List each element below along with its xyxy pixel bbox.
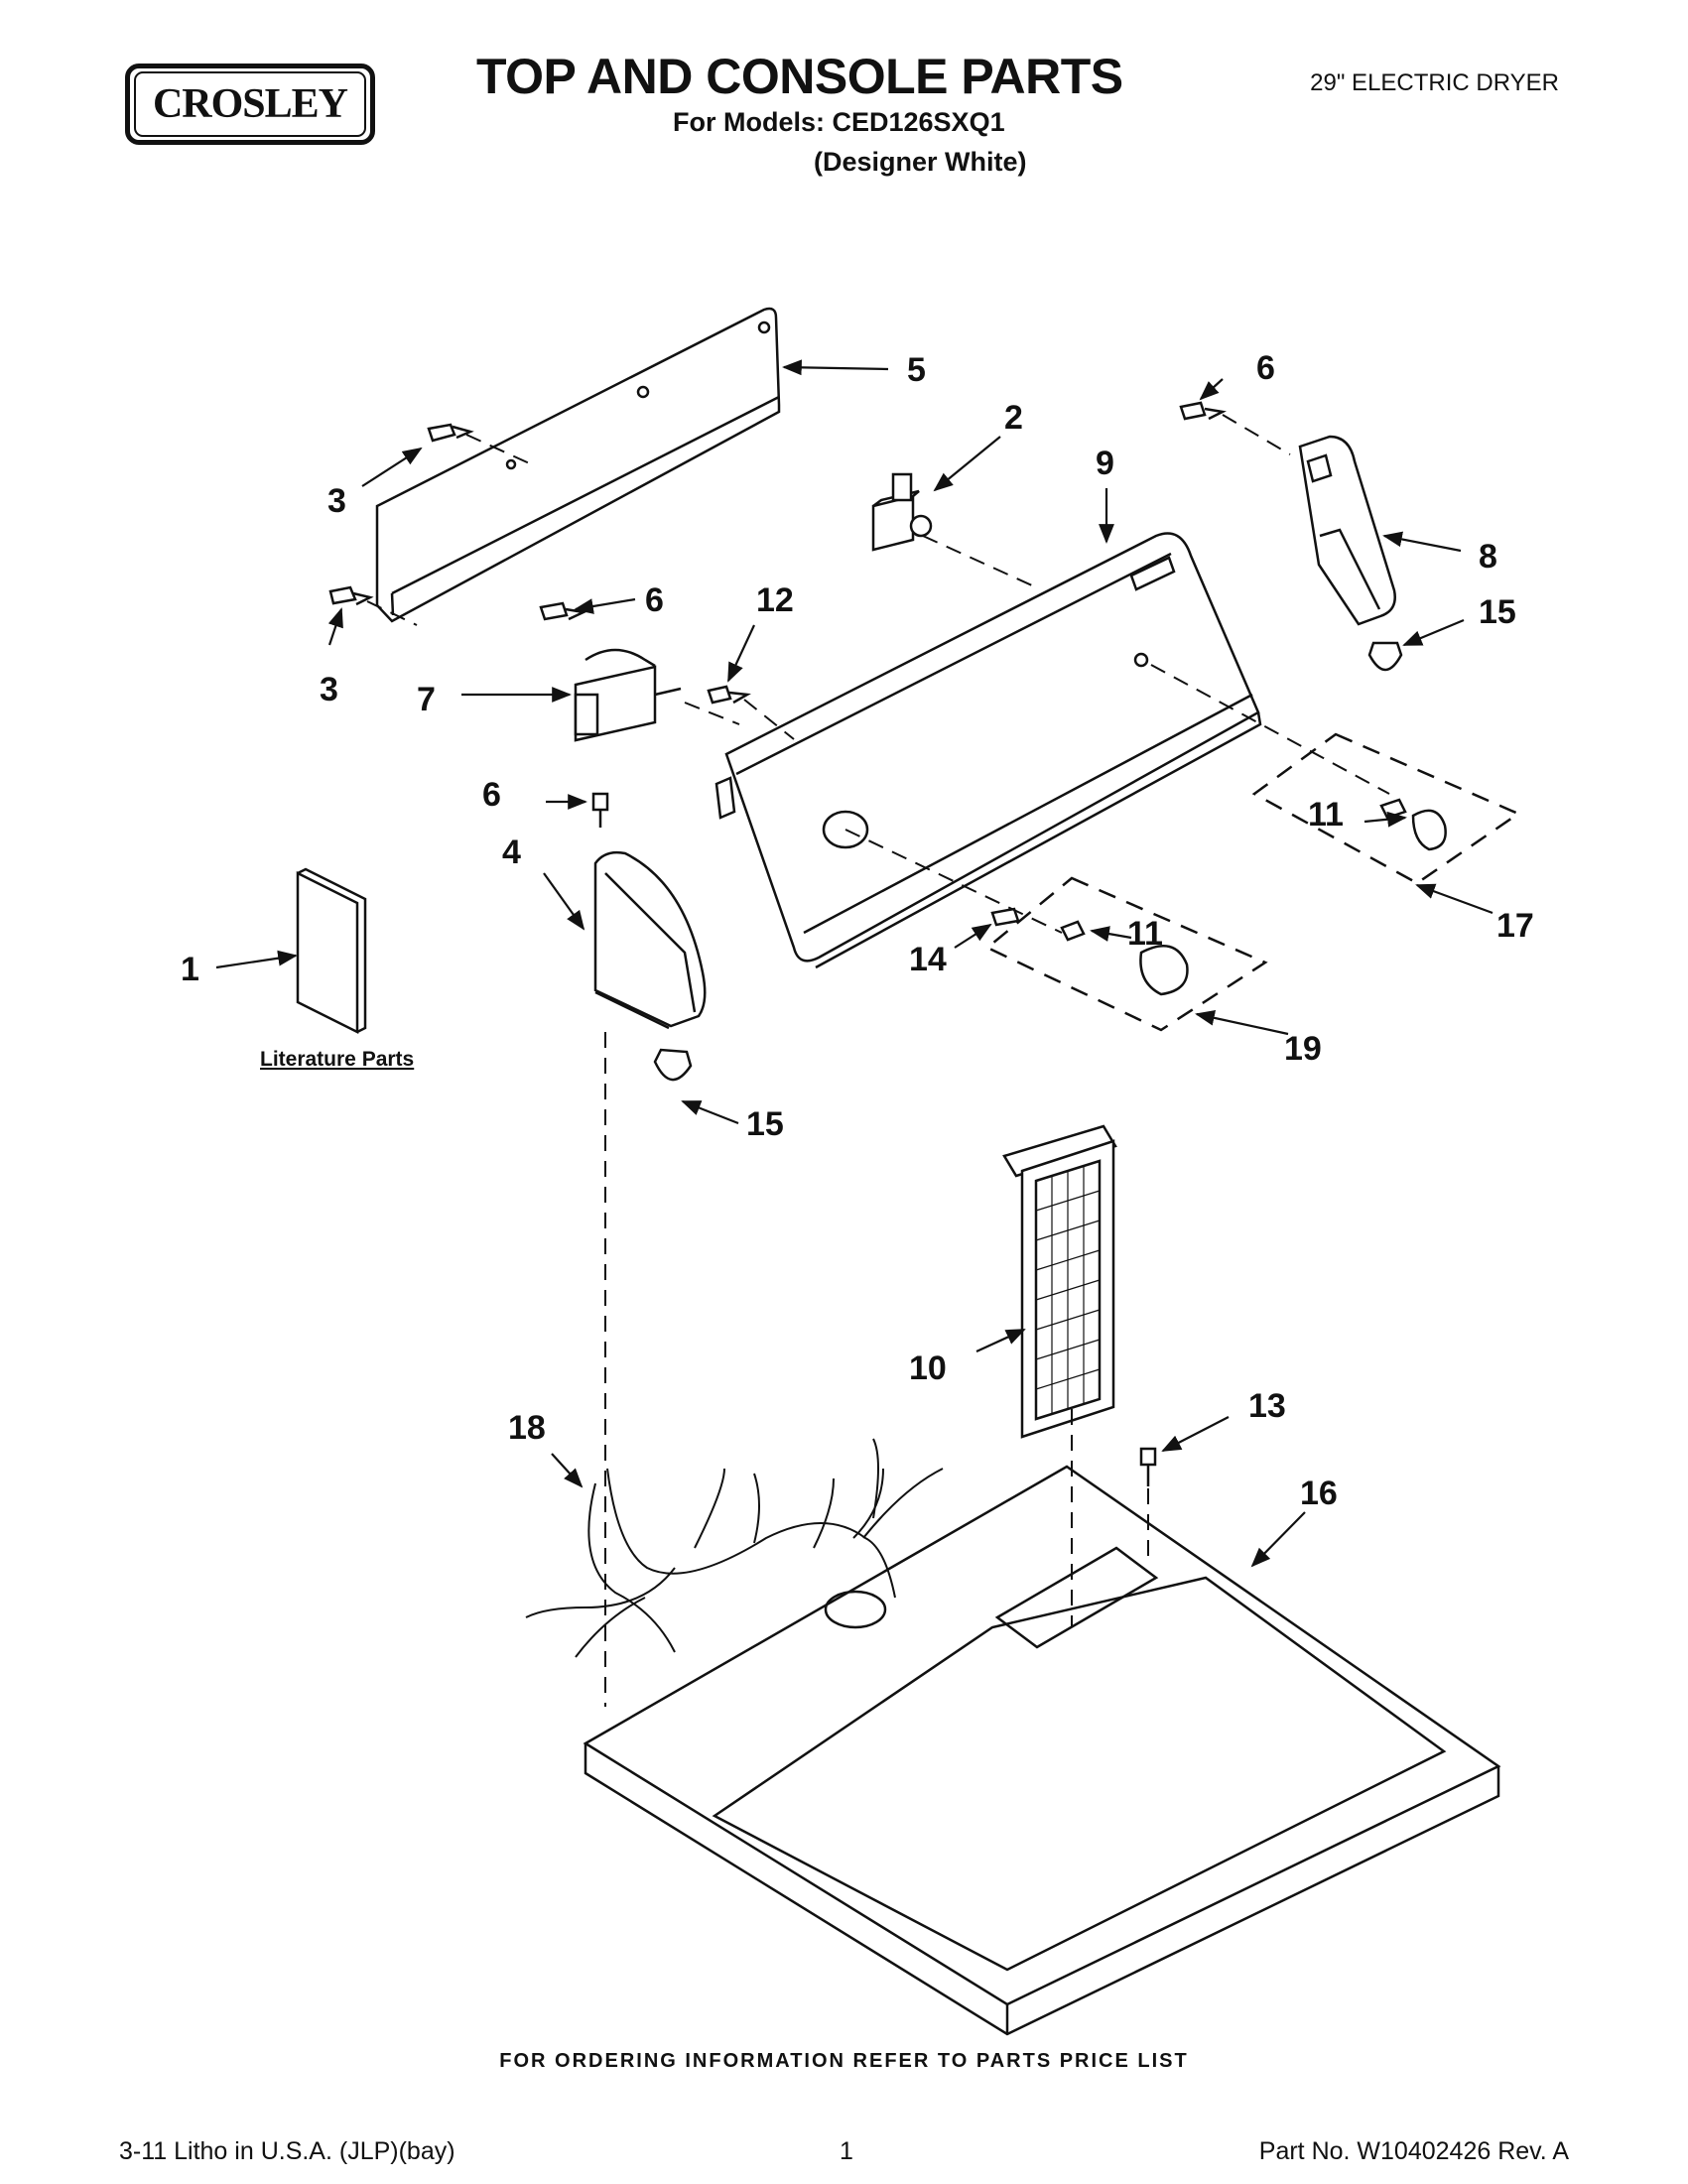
callout-2: 2	[1004, 399, 1023, 437]
callout-5: 5	[907, 351, 926, 389]
callout-1: 1	[181, 951, 199, 988]
page-number: 1	[840, 2137, 853, 2165]
assembly-line-knob-17	[1150, 664, 1390, 795]
wire-harness-part-18	[525, 1438, 944, 1658]
callout-11-lower: 11	[1127, 915, 1163, 953]
callout-14: 14	[909, 941, 947, 978]
screw-part-3-upper	[427, 423, 474, 443]
screw-part-14	[990, 907, 1020, 927]
console-part-9	[714, 532, 1262, 969]
page-title: TOP AND CONSOLE PARTS	[476, 49, 1123, 104]
assembly-line-screw-3-lower	[366, 600, 418, 626]
callout-9: 9	[1096, 445, 1114, 482]
callout-10: 10	[909, 1349, 947, 1387]
screw-part-6-left	[591, 792, 609, 828]
litho-code: 3-11 Litho in U.S.A. (JLP)(bay)	[119, 2137, 455, 2165]
callout-3-upper: 3	[327, 482, 346, 520]
callout-6-right: 6	[1256, 349, 1275, 387]
callout-15-right: 15	[1479, 593, 1516, 631]
lint-screen-part-10	[1002, 1124, 1117, 1439]
callout-6-left: 6	[482, 776, 501, 814]
brand-name: CROSLEY	[152, 81, 348, 127]
callout-3-lower: 3	[320, 671, 338, 708]
callout-11-upper: 11	[1308, 796, 1344, 834]
screw-part-12	[707, 685, 751, 705]
end-cap-part-4	[593, 850, 707, 1030]
rear-panel-part-5	[375, 307, 781, 623]
literature-parts-label: Literature Parts	[260, 1048, 414, 1071]
assembly-line-timer	[684, 702, 740, 725]
knob-kit-part-17	[1251, 732, 1521, 885]
clip-part-15-left	[653, 1048, 693, 1082]
screw-part-6-right	[1179, 401, 1227, 421]
callout-7: 7	[417, 681, 436, 718]
screw-part-3-lower	[328, 585, 374, 606]
switch-part-2	[871, 472, 933, 552]
callout-12: 12	[756, 581, 794, 619]
knob-kit-part-19	[984, 876, 1268, 1032]
assembly-line-screw-3-upper	[465, 434, 537, 467]
product-type: 29" ELECTRIC DRYER	[1310, 69, 1559, 96]
callout-6-timer: 6	[645, 581, 664, 619]
literature-part-1	[296, 867, 367, 1035]
end-cap-part-8	[1298, 435, 1396, 626]
callout-16: 16	[1300, 1475, 1338, 1512]
callout-17: 17	[1496, 907, 1534, 945]
ordering-note: FOR ORDERING INFORMATION REFER TO PARTS …	[499, 2050, 1189, 2072]
color-line: (Designer White)	[814, 147, 1027, 177]
callout-18: 18	[508, 1409, 546, 1447]
assembly-line-screw-6-right	[1222, 414, 1291, 455]
part-number: Part No. W10402426 Rev. A	[1258, 2137, 1569, 2165]
models-line: For Models: CED126SXQ1	[673, 107, 1005, 137]
callout-8: 8	[1479, 538, 1497, 576]
assembly-line-knob-19	[844, 829, 1063, 934]
screw-part-6-timer	[539, 601, 588, 621]
callout-13: 13	[1248, 1387, 1286, 1425]
callout-4: 4	[502, 834, 521, 871]
crosley-logo: CROSLEY	[125, 64, 375, 145]
clip-part-15-right	[1367, 641, 1403, 672]
callout-15-left: 15	[746, 1105, 784, 1143]
top-panel-part-16	[583, 1465, 1501, 2036]
timer-part-7	[574, 648, 682, 742]
assembly-line-screw-12	[743, 699, 795, 740]
screw-part-13	[1139, 1447, 1157, 1486]
callout-19: 19	[1284, 1030, 1322, 1068]
assembly-line-switch	[922, 535, 1033, 586]
